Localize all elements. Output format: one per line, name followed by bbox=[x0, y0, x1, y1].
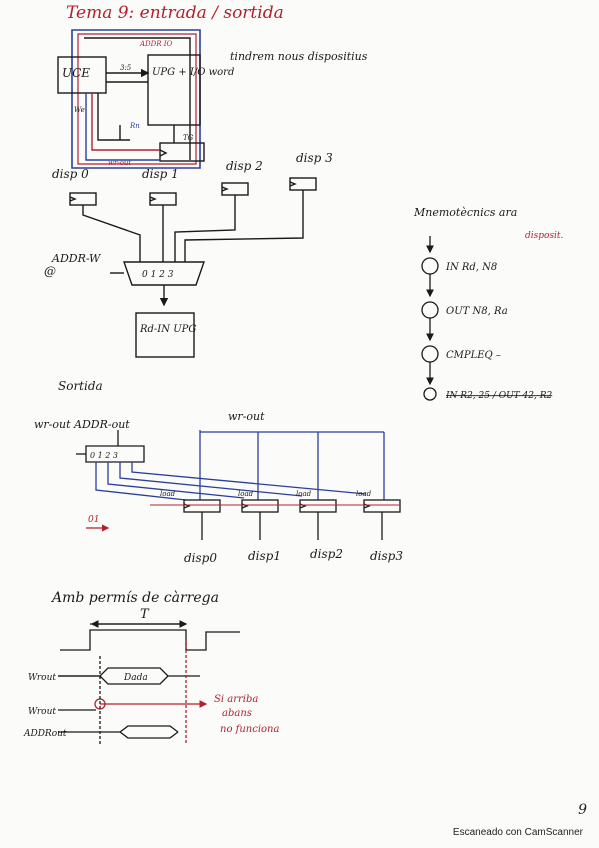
uce-label: UCE bbox=[62, 66, 90, 80]
output-decoder-digits: 0 1 2 3 bbox=[90, 451, 118, 460]
we-label: We bbox=[74, 106, 85, 114]
timing-data-label: Dada bbox=[123, 673, 148, 683]
top-diagram bbox=[57, 29, 205, 169]
timing-signal-wrout-2: Wrout bbox=[28, 707, 56, 717]
timing-note-line1: Si arriba bbox=[214, 694, 258, 705]
mnemonic-step-1: IN Rd, N8 bbox=[445, 262, 497, 273]
wr-out-small-label: wr-out bbox=[108, 159, 131, 167]
addr-w-label: ADDR-W bbox=[51, 252, 102, 265]
load-label-1: load bbox=[238, 490, 254, 498]
scanner-watermark: Escaneado con CamScanner bbox=[452, 827, 583, 838]
mnemonic-step-2: OUT N8, Ra bbox=[446, 306, 508, 317]
rn-in-box-label: Rd-IN UPG bbox=[139, 324, 196, 335]
bus-width-label: 3:5 bbox=[120, 64, 132, 72]
input-registers bbox=[69, 177, 317, 358]
mux-digits: 0 1 2 3 bbox=[142, 270, 174, 280]
mnemonic-step-4: IN R2, 25 / OUT 42, R2 bbox=[445, 391, 552, 401]
top-register bbox=[159, 142, 205, 162]
timing-note-line2: abans bbox=[222, 708, 252, 719]
out-disp0-label: disp0 bbox=[184, 551, 217, 565]
out-disp3-label: disp3 bbox=[370, 549, 403, 563]
load-label-0: load bbox=[160, 490, 176, 498]
out-disp2-label: disp2 bbox=[310, 547, 343, 561]
wrout-label: wr-out bbox=[228, 410, 265, 423]
at-sign: @ bbox=[44, 264, 56, 278]
load-label-3: load bbox=[356, 490, 372, 498]
timing-period: T bbox=[140, 607, 150, 622]
output-arrow-note: 01 bbox=[88, 515, 99, 525]
mnemonics-heading: Mnemotècnics ara bbox=[413, 206, 517, 219]
mnemonics-side-note: disposit. bbox=[525, 231, 564, 241]
uce-box bbox=[57, 56, 107, 94]
page-title: Tema 9: entrada / sortida bbox=[66, 3, 284, 23]
timing-note-line3: no funciona bbox=[220, 724, 279, 735]
output-diagram bbox=[76, 430, 401, 540]
load-label-2: load bbox=[296, 490, 312, 498]
rn-label: Rn bbox=[129, 122, 140, 130]
timing-diagram bbox=[58, 620, 240, 744]
new-devices-note: tindrem nous dispositius bbox=[230, 50, 368, 63]
disp1-label: disp 1 bbox=[142, 167, 179, 181]
timing-signal-addrout: ADDRout bbox=[23, 729, 67, 739]
timing-heading: Amb permís de càrrega bbox=[50, 590, 219, 606]
upg-box bbox=[147, 54, 201, 126]
timing-signal-wrout-1: Wrout bbox=[28, 673, 56, 683]
output-left-label: wr-out ADDR-out bbox=[34, 418, 130, 431]
out-disp1-label: disp1 bbox=[248, 549, 281, 563]
tg-label: TG bbox=[183, 134, 194, 142]
upg-label: UPG + I/O word bbox=[152, 67, 234, 78]
mnemonics-flow bbox=[421, 236, 439, 401]
disp0-label: disp 0 bbox=[52, 167, 89, 181]
addr-io-label: ADDR IO bbox=[139, 40, 173, 48]
output-heading: Sortida bbox=[58, 379, 103, 393]
page-number: 9 bbox=[578, 802, 587, 818]
mnemonic-step-3: CMPLEQ – bbox=[446, 350, 501, 361]
disp2-label: disp 2 bbox=[226, 159, 263, 173]
disp3-label: disp 3 bbox=[296, 151, 333, 165]
